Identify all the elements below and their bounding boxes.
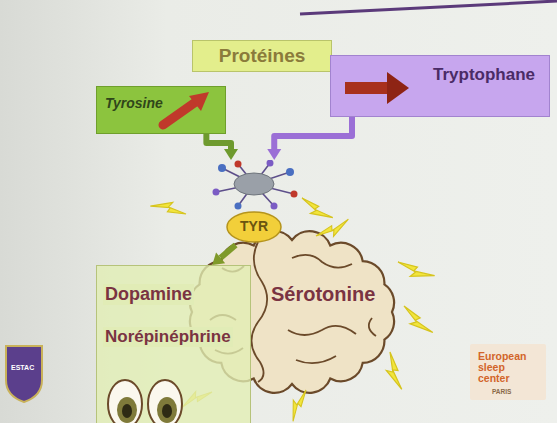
connector-arrow [206, 134, 238, 160]
arrow-head [224, 149, 238, 160]
pupil [122, 404, 132, 418]
pupil [162, 404, 172, 418]
arrow-head [189, 92, 209, 111]
logo-text: ESTAC [11, 364, 34, 371]
connector-line [274, 117, 352, 149]
logo-text: PARIS [492, 388, 511, 395]
molecule-bonds [216, 163, 294, 206]
arrow-head [212, 253, 225, 265]
eye [148, 380, 182, 423]
iris [157, 397, 177, 423]
connector-arrow [212, 245, 235, 265]
club-logo [6, 346, 42, 402]
category-box: Protéines [192, 40, 332, 72]
molecule-core [234, 173, 274, 195]
eyes-illustration [103, 374, 193, 423]
node-text: Tyrosine [105, 95, 163, 111]
node-text: Tryptophane [433, 65, 535, 85]
connector-line [221, 245, 236, 258]
sleep-center-logo [470, 344, 546, 400]
node-text: Dopamine [103, 284, 194, 305]
node-text: Norépinéphrine [103, 327, 233, 347]
eye [108, 380, 142, 423]
logo-text: European sleep center [478, 351, 538, 384]
slide-edge [300, 1, 557, 14]
brain-label: Sérotonine [268, 283, 378, 306]
neurotransmitter-panel: DopamineNorépinéphrine [96, 265, 251, 423]
arrow-shaft [345, 82, 389, 94]
connector-arrow [267, 117, 352, 160]
iris [117, 397, 137, 423]
amino-acid-box: Tyrosine [96, 86, 226, 134]
arrow-head [267, 149, 281, 160]
amino-acid-box: Tryptophane [330, 55, 550, 117]
node-text: TYR [240, 218, 268, 234]
arrow-shaft [163, 101, 197, 125]
enzyme-node: TYR [208, 160, 300, 245]
arrow-head [387, 72, 409, 104]
increase-arrow [97, 87, 217, 135]
molecule-atoms [213, 160, 298, 210]
connector-line [206, 134, 231, 149]
node-text: Protéines [219, 45, 306, 67]
enzyme-blob [227, 212, 281, 242]
